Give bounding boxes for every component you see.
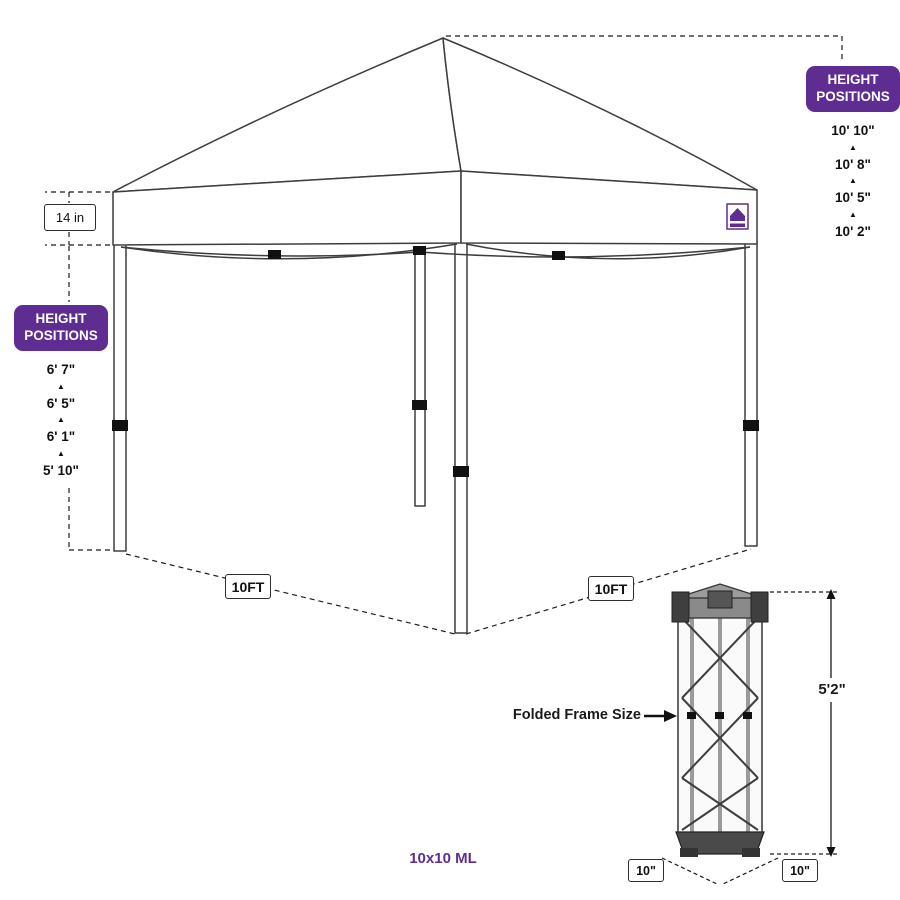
leg-height-value: 6' 1" — [43, 430, 79, 444]
right-arrow-icon — [644, 710, 677, 722]
canopy-tent-illustration — [112, 37, 759, 634]
height-adjust-clips — [112, 400, 759, 477]
peak-height-positions-list: 10' 10" ▲ 10' 8" ▲ 10' 5" ▲ 10' 2" — [806, 121, 900, 241]
truss-frame — [120, 243, 751, 260]
leg-height-value: 6' 7" — [43, 363, 79, 377]
up-triangle-icon: ▲ — [849, 209, 857, 219]
leg-height-positions-badge: HEIGHT POSITIONS — [14, 305, 108, 351]
up-triangle-icon: ▲ — [57, 381, 65, 391]
valance-right — [460, 170, 758, 245]
up-triangle-icon: ▲ — [57, 415, 65, 424]
peak-height-value: 10' 8" — [832, 157, 874, 171]
folded-frame-illustration — [671, 583, 769, 857]
peak-height-value: 10' 5" — [832, 191, 874, 205]
base-width-right-label: 10FT — [588, 576, 634, 601]
base-width-left-label: 10FT — [225, 574, 271, 599]
peak-height-value: 10' 2" — [832, 224, 874, 238]
leg-height-value: 6' 5" — [43, 396, 79, 410]
folded-frame-clips — [687, 712, 752, 719]
leg-height-value: 5' 10" — [40, 463, 82, 477]
roof-panel-right — [442, 37, 758, 191]
folded-frame-height-label: 5'2" — [810, 678, 854, 702]
peak-height-positions-badge: HEIGHT POSITIONS — [806, 66, 900, 112]
truss-connectors — [268, 246, 565, 260]
folded-frame-base-left-label: 10" — [628, 859, 664, 882]
folded-frame-base-right-label: 10" — [782, 859, 818, 882]
product-title: 10x10 ML — [409, 850, 477, 867]
dimension-lines — [45, 35, 843, 635]
roof-panel-left — [112, 37, 462, 193]
folded-frame-size-label: Folded Frame Size — [512, 707, 641, 723]
folded-frame-dimension-lines — [661, 589, 840, 885]
valance-height-label: 14 in — [44, 204, 96, 231]
peak-height-value: 10' 10" — [828, 124, 878, 138]
up-triangle-icon: ▲ — [849, 176, 857, 185]
up-triangle-icon: ▲ — [849, 142, 857, 152]
tent-legs — [113, 239, 758, 634]
brand-logo-icon — [726, 203, 749, 230]
up-triangle-icon: ▲ — [57, 448, 65, 458]
leg-height-positions-list: 6' 7" ▲ 6' 5" ▲ 6' 1" ▲ 5' 10" — [14, 360, 108, 480]
